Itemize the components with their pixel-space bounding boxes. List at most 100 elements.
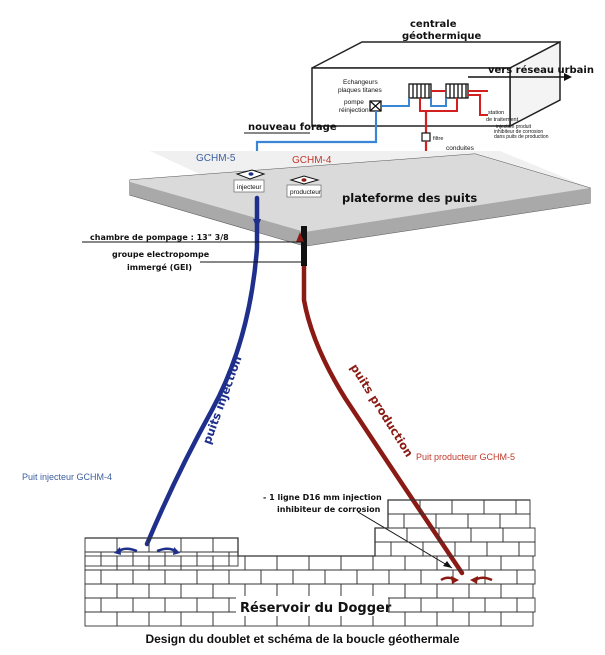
reservoir-brick <box>84 537 118 553</box>
dogger-reservoir: Réservoir du Dogger <box>84 499 536 627</box>
reservoir-brick <box>308 555 342 571</box>
reservoir-brick <box>148 583 182 599</box>
well-left-label: GCHM-5 <box>196 153 236 164</box>
reservoir-brick <box>500 555 534 571</box>
injector-well-caption: Puit injecteur GCHM-4 <box>22 472 112 482</box>
filter-label: filtre <box>433 136 443 142</box>
producer-label: producteur <box>290 189 322 196</box>
reservoir-brick <box>452 597 486 613</box>
reservoir-brick <box>340 583 374 599</box>
reservoir-brick <box>84 551 102 567</box>
injection-product-label-2: inhibiteur de corrosion <box>494 129 543 135</box>
reservoir-brick <box>308 583 342 599</box>
network-label: vers réseau urbain <box>488 64 594 76</box>
reservoir-brick <box>436 611 470 627</box>
reservoir-brick <box>515 499 531 515</box>
treatment-label-2: de traitement <box>486 117 519 123</box>
reservoir-label: Réservoir du Dogger <box>240 601 392 616</box>
reservoir-brick <box>164 569 198 585</box>
reservoir-brick <box>212 583 246 599</box>
reservoir-brick <box>404 555 438 571</box>
reservoir-brick <box>420 597 454 613</box>
filter-box <box>421 132 431 142</box>
injection-product-label-1: injection produit <box>496 124 532 130</box>
figure-caption: Design du doublet et schéma de la boucle… <box>145 632 460 646</box>
reservoir-brick <box>374 541 392 557</box>
reservoir-brick <box>454 541 488 557</box>
pump-chamber-label: chambre de pompage : 13" 3/8 <box>90 233 229 242</box>
injector-label: injecteur <box>237 184 262 191</box>
injection-outlet-left <box>117 547 138 553</box>
injection-well-label: puits injection <box>200 354 245 446</box>
reservoir-brick <box>499 513 531 529</box>
reservoir-brick <box>483 499 517 515</box>
reservoir-brick <box>340 555 374 571</box>
exchanger-label-2: plaques titanes <box>338 87 382 94</box>
reservoir-brick <box>84 569 102 585</box>
inhibitor-leader <box>357 511 453 569</box>
reservoir-brick <box>451 499 485 515</box>
reservoir-brick <box>116 583 150 599</box>
reservoir-brick <box>404 611 438 627</box>
injection-outlet-right <box>156 547 177 553</box>
reservoir-brick <box>276 555 310 571</box>
pump-label-1: pompe <box>344 99 364 106</box>
reservoir-brick <box>84 611 118 627</box>
reservoir-brick <box>467 513 501 529</box>
reservoir-brick <box>486 541 520 557</box>
reservoir-brick <box>372 555 406 571</box>
reservoir-brick <box>516 597 536 613</box>
reservoir-brick <box>518 541 536 557</box>
reservoir-brick <box>468 583 502 599</box>
reservoir-brick <box>502 527 536 543</box>
reservoir-brick <box>468 611 502 627</box>
reservoir-brick <box>132 597 166 613</box>
reservoir-brick <box>374 527 408 543</box>
reservoir-brick <box>484 597 518 613</box>
reservoir-brick <box>212 537 239 553</box>
plant-title-2: géothermique <box>402 30 482 42</box>
reservoir-brick <box>228 569 262 585</box>
reservoir-brick <box>244 583 278 599</box>
well-platform: injecteur producteur GCHM-5 GCHM-4 plate… <box>129 151 591 247</box>
injection-flow-arrow <box>253 219 261 229</box>
production-well-label: puits production <box>347 361 416 459</box>
reservoir-brick <box>116 611 150 627</box>
geothermal-plant: centrale géothermique Echangeurs plaques… <box>311 19 594 140</box>
reservoir-brick <box>260 569 294 585</box>
plant-title-1: centrale <box>410 19 457 30</box>
reservoir-top-edge <box>85 499 530 557</box>
reservoir-brick <box>100 597 134 613</box>
reservoir-brick <box>132 569 166 585</box>
reservoir-brick <box>404 583 438 599</box>
conduits-label: conduites <box>446 145 475 152</box>
treatment-label-1: station <box>488 110 504 116</box>
reservoir-brick <box>164 597 198 613</box>
reservoir-brick <box>148 611 182 627</box>
injection-well-bore <box>144 195 260 547</box>
reservoir-brick <box>292 569 326 585</box>
reservoir-brick <box>419 499 453 515</box>
pump-chamber-casing <box>301 226 307 266</box>
exchanger-label-1: Echangeurs <box>343 79 378 86</box>
new-drilling-label: nouveau forage <box>248 122 337 133</box>
pump-group-label-2: immergé (GEI) <box>127 262 192 272</box>
reservoir-brick <box>500 611 534 627</box>
reservoir-brick <box>500 583 534 599</box>
diagram-canvas: centrale géothermique Echangeurs plaques… <box>22 19 594 627</box>
producer-well-caption: Puit producteur GCHM-5 <box>416 452 515 462</box>
heat-exchanger-2 <box>445 83 469 99</box>
reservoir-brick <box>228 551 239 567</box>
heat-exchanger-1 <box>408 83 432 99</box>
wells: chambre de pompage : 13" 3/8 groupe elec… <box>22 195 515 576</box>
production-flow-arrow <box>296 232 304 242</box>
reservoir-brick <box>180 611 214 627</box>
reservoir-brick <box>324 569 358 585</box>
reservoir-brick <box>276 583 310 599</box>
inhibitor-line-note-1: - 1 ligne D16 mm injection <box>263 493 382 502</box>
pump-label-2: réinjection <box>339 107 369 114</box>
reservoir-brick <box>388 569 422 585</box>
reservoir-brick <box>196 569 230 585</box>
reservoir-brick <box>84 597 102 613</box>
